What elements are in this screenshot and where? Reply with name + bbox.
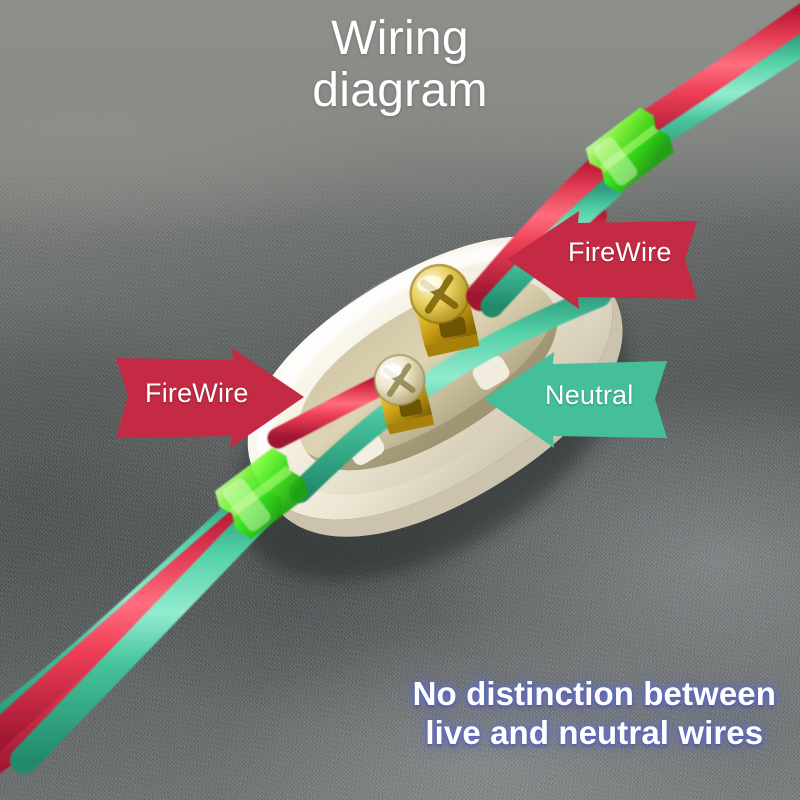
grommet-lower-left-gloss: [222, 478, 271, 532]
title-line-1: Wiring: [331, 12, 469, 65]
screw-terminal-lower: [373, 353, 434, 435]
screw-head-lower-rim: [373, 353, 426, 407]
terminal-block-upper-face: [424, 334, 480, 357]
arrow-right-icon: [116, 348, 304, 448]
caption-line-2: live and neutral wires: [425, 713, 764, 751]
screw-head-upper-rim: [409, 263, 470, 325]
annotation-label-neutral: Neutral: [545, 380, 634, 410]
terminal-block-lower-face: [386, 414, 434, 435]
wire-segments-front: [0, 3, 800, 774]
caption-line-1: No distinction between: [412, 675, 776, 713]
screw-head-upper-gloss: [416, 275, 443, 292]
annotation-firewire-right-side: FireWire: [505, 211, 701, 309]
grommet-upper-right: [585, 107, 674, 194]
annotation-label-firewire-right-side: FireWire: [568, 237, 672, 267]
annotation-firewire-left-side: FireWire: [114, 348, 306, 448]
live-wire-over-body: [466, 150, 616, 308]
annotation-neutral: Neutral: [482, 352, 670, 448]
annotation-label-firewire-left-side: FireWire: [145, 378, 249, 408]
arrow-left-icon: [484, 352, 667, 448]
title-line-2: diagram: [312, 63, 488, 117]
connector-clip-right: [472, 355, 510, 390]
grommet-lower-left: [214, 447, 309, 540]
screw-terminal-upper: [409, 263, 480, 357]
neutral-wire-out-lower-left: [10, 492, 282, 774]
page-title: Wiring diagram: [0, 13, 800, 117]
screw-head-lower-gloss: [380, 364, 402, 379]
arrow-left-icon: [507, 211, 697, 309]
caption: No distinction between live and neutral …: [413, 675, 776, 752]
grommet-upper-right-gloss: [593, 137, 638, 186]
neutral-wire-inside: [289, 285, 611, 503]
